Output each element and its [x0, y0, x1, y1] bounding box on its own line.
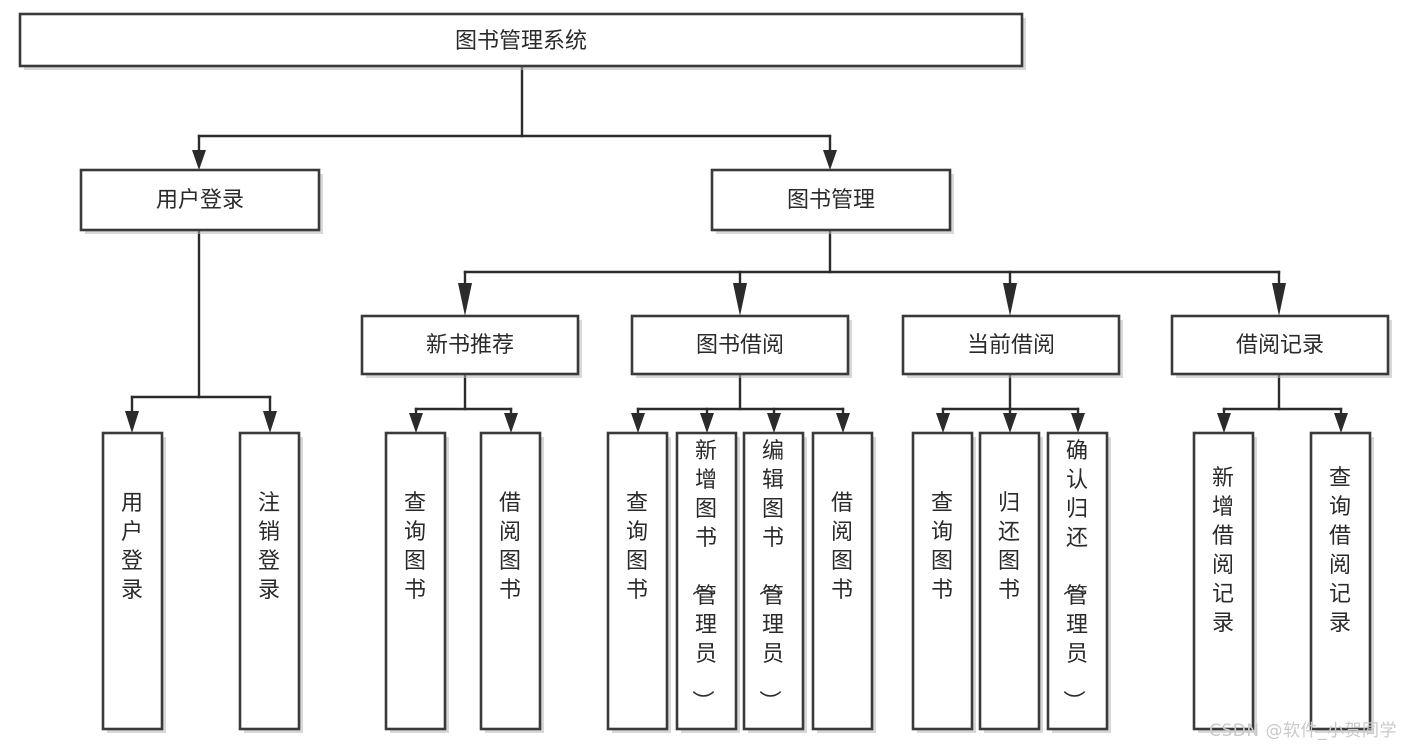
leaf-bb-3-box	[742, 431, 805, 731]
leaf-br-1-label: 新增借阅记录	[1212, 466, 1234, 636]
leaf-borrow-record-1[interactable]: 新增借阅记录	[1192, 431, 1257, 733]
node-book-manage-box	[710, 168, 952, 232]
leaf-user-login-2[interactable]: 注销登录	[238, 431, 303, 733]
node-user-login[interactable]: 用户登录	[79, 168, 323, 234]
arrow-l3-1	[458, 283, 472, 316]
node-book-borrow-box	[630, 314, 850, 376]
leaf-book-borrow-1[interactable]: 查询图书	[606, 431, 671, 733]
node-book-manage-label: 图书管理	[787, 188, 875, 213]
leaf-book-borrow-3[interactable]: 编辑图书（管理员）	[742, 431, 807, 733]
arrow-ul-2	[263, 411, 277, 433]
leaf-book-borrow-4[interactable]: 借阅图书	[811, 431, 876, 733]
leaf-bb-1-box	[606, 431, 669, 731]
leaf-bb-1-label: 查询图书	[626, 491, 648, 603]
node-borrow-record[interactable]: 借阅记录	[1170, 314, 1392, 378]
leaf-cb-3-label: 确认归还（管理员）	[1060, 439, 1088, 712]
leaf-current-borrow-2[interactable]: 归还图书	[978, 431, 1043, 733]
arrow-bb-4	[836, 413, 850, 433]
arrow-bb-3	[767, 413, 781, 433]
node-root[interactable]: 图书管理系统	[18, 12, 1026, 70]
leaf-user-login-1-label: 用户登录	[121, 491, 143, 603]
leaf-bb-2-label: 新增图书（管理员）	[689, 439, 717, 712]
leaf-nbr-1-label: 查询图书	[404, 491, 426, 603]
leaf-nbr-1-box	[384, 431, 447, 731]
leaf-user-login-1[interactable]: 用户登录	[101, 431, 166, 733]
node-root-label: 图书管理系统	[455, 29, 587, 54]
leaf-cb-1-box	[911, 431, 974, 731]
leaf-bb-4-box	[811, 431, 874, 731]
arrow-l3-4	[1272, 283, 1286, 316]
leaf-nbr-2-box	[479, 431, 542, 731]
arrow-cb-2	[1003, 413, 1017, 433]
node-new-book-recommend-box	[360, 314, 580, 376]
arrow-l3-2	[733, 283, 747, 316]
node-new-book-recommend[interactable]: 新书推荐	[360, 314, 582, 378]
node-user-login-box	[79, 168, 321, 232]
leaf-user-login-2-box	[238, 431, 301, 731]
leaf-new-book-recommend-2[interactable]: 借阅图书	[479, 431, 544, 733]
node-current-borrow-box	[901, 314, 1121, 376]
node-borrow-record-label: 借阅记录	[1236, 333, 1324, 358]
arrow-nbr-2	[504, 413, 518, 433]
leaf-new-book-recommend-1[interactable]: 查询图书	[384, 431, 449, 733]
arrow-user-login	[192, 150, 206, 170]
node-book-borrow-label: 图书借阅	[696, 333, 784, 358]
node-root-box	[18, 12, 1024, 68]
leaf-br-2-box	[1309, 431, 1372, 731]
leaf-bb-4-label: 借阅图书	[831, 491, 853, 603]
leaf-bb-3-label: 编辑图书（管理员）	[756, 439, 784, 712]
leaf-user-login-1-box	[101, 431, 164, 731]
arrow-nbr-1	[409, 413, 423, 433]
leaf-br-1-box	[1192, 431, 1255, 731]
leaf-nbr-2-label: 借阅图书	[499, 491, 521, 603]
arrow-br-1	[1217, 413, 1231, 433]
arrow-bb-1	[631, 413, 645, 433]
arrow-br-2	[1334, 413, 1348, 433]
arrow-cb-1	[936, 413, 950, 433]
arrow-cb-3	[1071, 413, 1085, 433]
arrow-bb-2	[700, 413, 714, 433]
edge-layer	[125, 64, 1348, 433]
node-borrow-record-box	[1170, 314, 1390, 376]
node-user-login-label: 用户登录	[156, 188, 244, 213]
node-new-book-recommend-label: 新书推荐	[426, 333, 514, 358]
leaf-user-login-2-label: 注销登录	[258, 491, 280, 603]
leaf-borrow-record-2[interactable]: 查询借阅记录	[1309, 431, 1374, 733]
node-current-borrow-label: 当前借阅	[967, 333, 1055, 358]
leaf-cb-1-label: 查询图书	[931, 491, 953, 603]
leaf-cb-2-label: 归还图书	[998, 491, 1020, 603]
leaf-br-2-label: 查询借阅记录	[1329, 466, 1351, 636]
node-book-borrow[interactable]: 图书借阅	[630, 314, 852, 378]
arrow-book-manage	[823, 150, 837, 170]
leaf-cb-3-box	[1046, 431, 1109, 731]
leaf-cb-2-box	[978, 431, 1041, 731]
arrow-l3-3	[1003, 283, 1017, 316]
node-current-borrow[interactable]: 当前借阅	[901, 314, 1123, 378]
node-book-manage[interactable]: 图书管理	[710, 168, 954, 234]
leaf-bb-2-box	[675, 431, 738, 731]
leaf-book-borrow-2[interactable]: 新增图书（管理员）	[675, 431, 740, 733]
leaf-current-borrow-1[interactable]: 查询图书	[911, 431, 976, 733]
arrow-ul-1	[125, 411, 139, 433]
leaf-current-borrow-3[interactable]: 确认归还（管理员）	[1046, 431, 1111, 733]
